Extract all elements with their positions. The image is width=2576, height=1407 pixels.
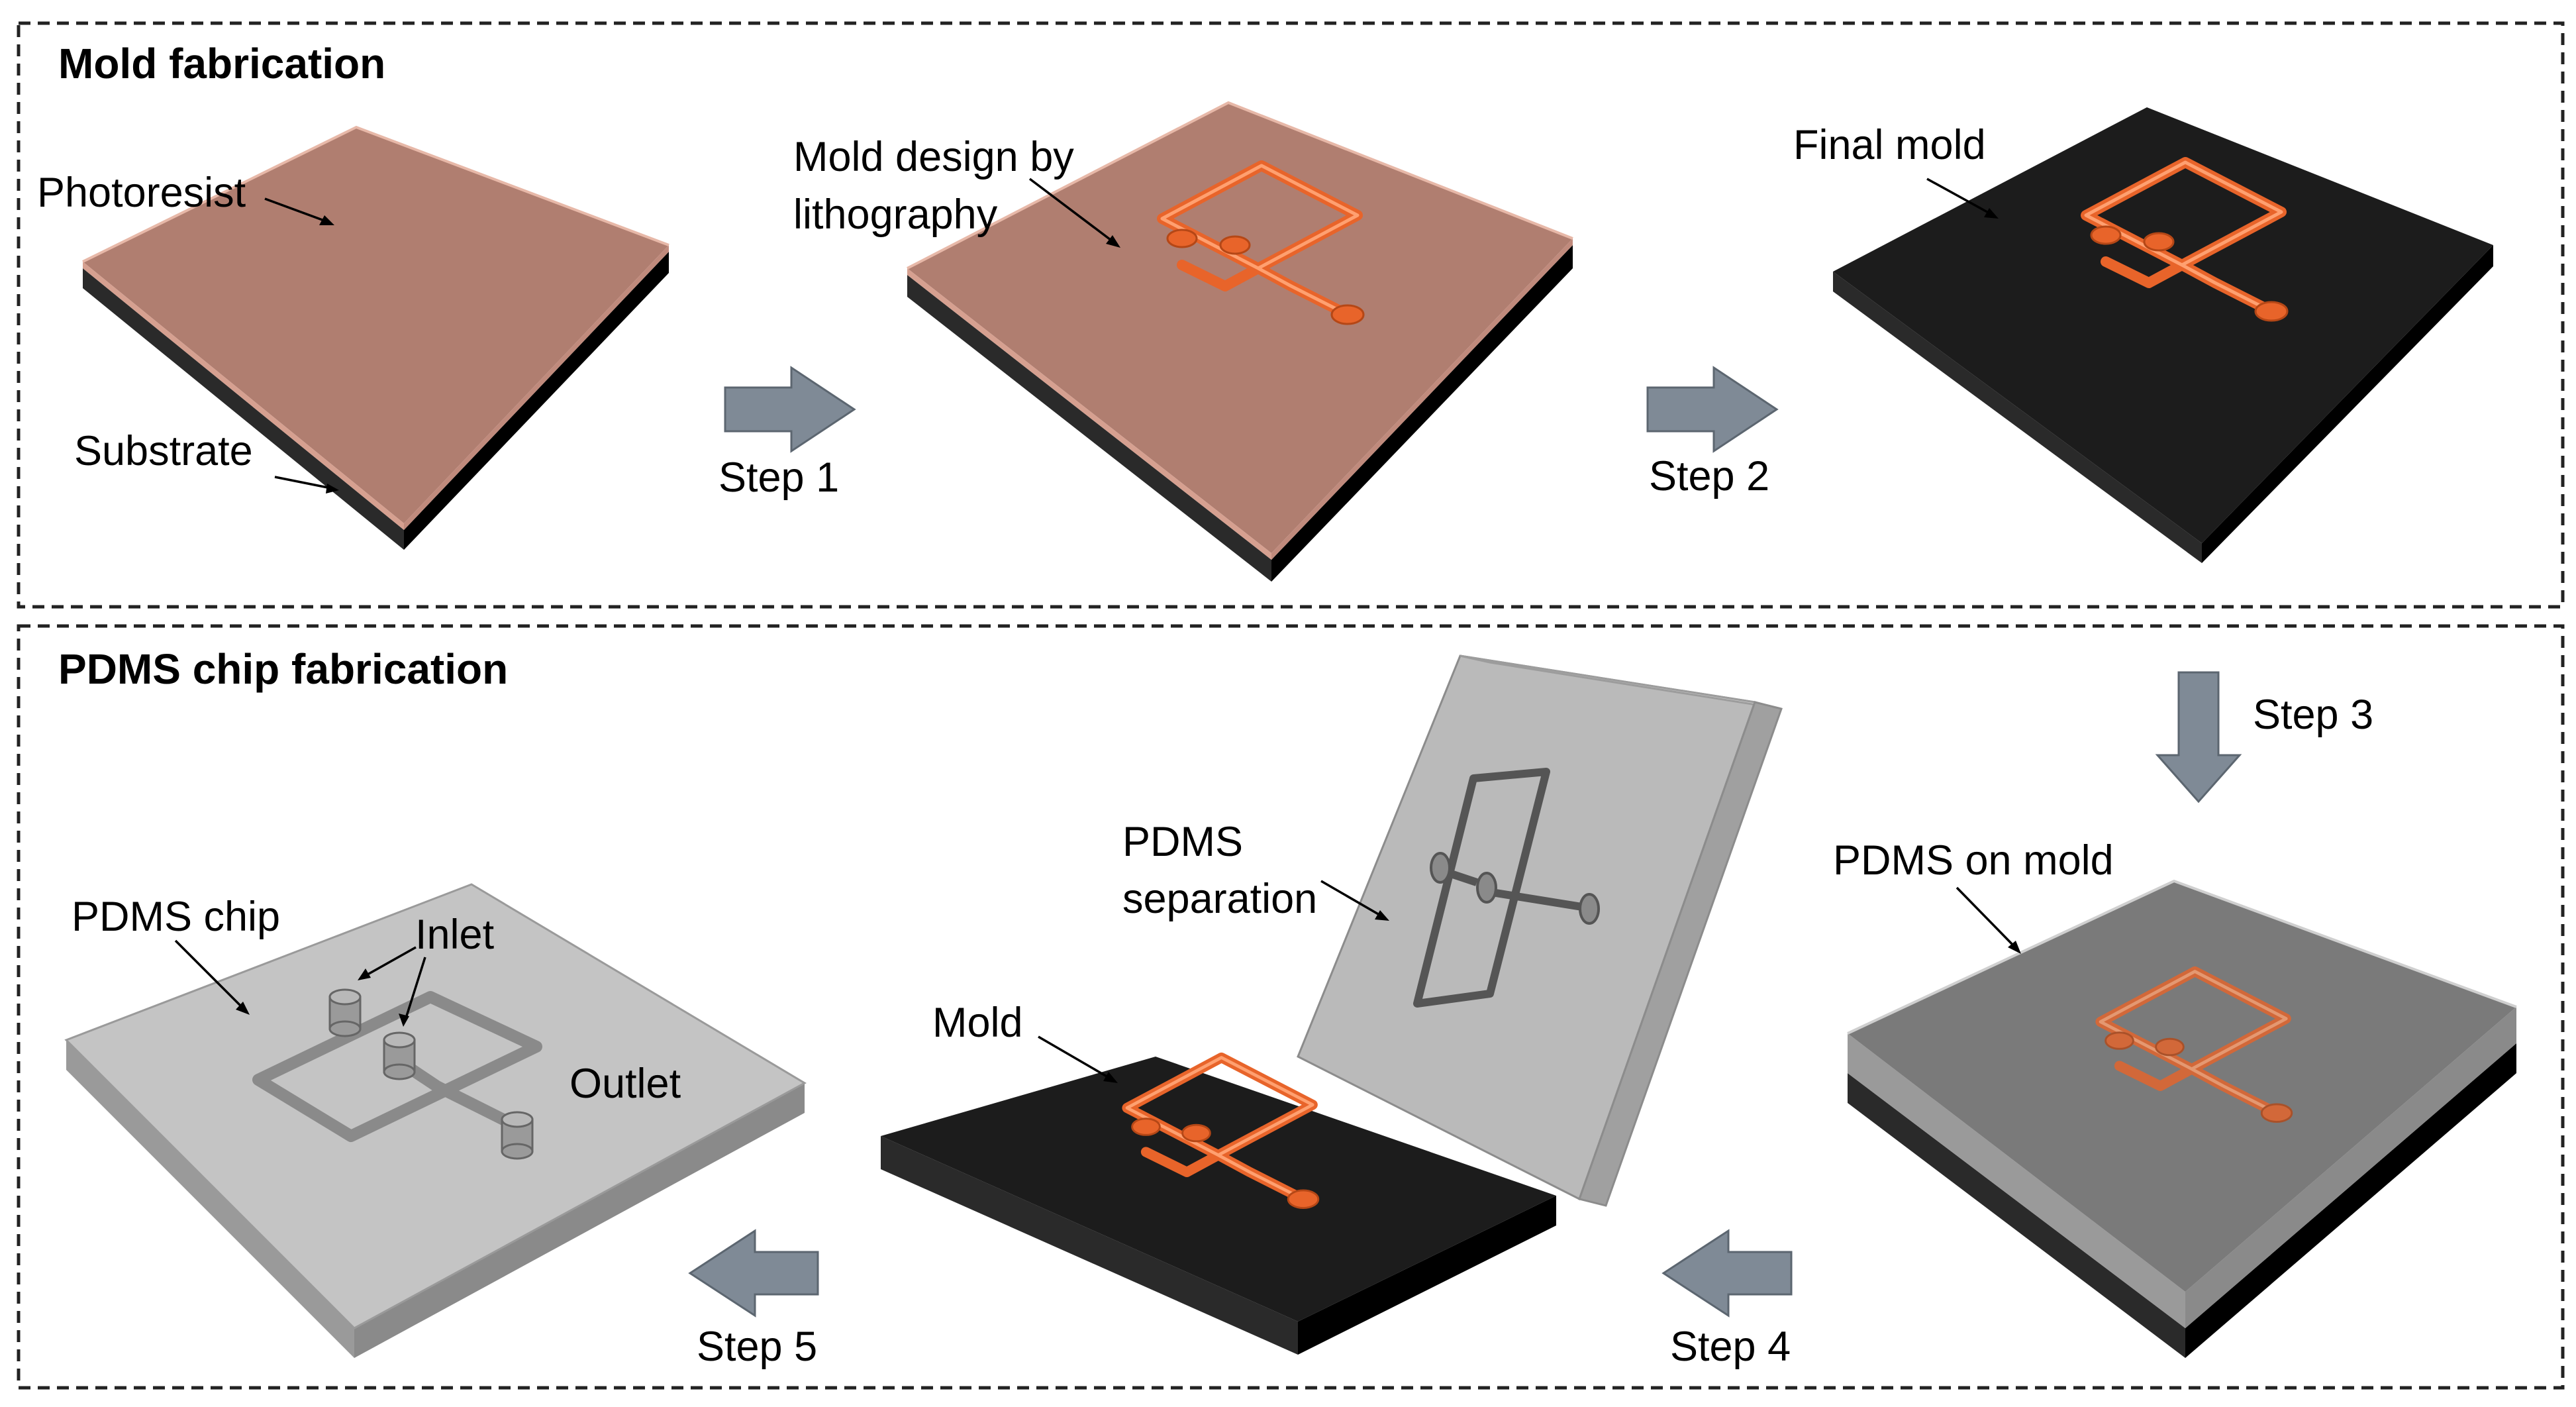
mold-design-label-line1: Mold design by [793,134,1074,180]
step4-arrow [1661,1229,1793,1318]
pdms-on-mold-label: PDMS on mold [1833,837,2114,884]
final-mold-leader [1926,178,1994,217]
step1-label: Step 1 [718,454,839,501]
mold-leader [1038,1035,1113,1081]
inlet-port-2 [383,1031,416,1080]
top-panel-frame [17,21,2565,609]
bottom-panel-frame [17,624,2565,1390]
pdms-chip-leader [174,939,246,1012]
bottom-panel-title: PDMS chip fabrication [58,645,508,693]
inlet-port-1 [328,988,362,1037]
photoresist-label: Photoresist [37,170,246,216]
outlet-port [501,1111,534,1160]
pdms-on-mold-leader [1956,886,2018,950]
pdms-on-mold-slab [1847,879,2517,1358]
final-mold-slab [1833,107,2493,563]
pdms-separation-scene [881,654,1783,1355]
step4-label: Step 4 [1670,1324,1791,1370]
top-panel-title: Mold fabrication [58,40,385,87]
pdms-chip-slab [64,883,807,1358]
step1-arrow [724,366,856,453]
mold-design-leader [1028,178,1117,245]
inlet-label: Inlet [415,912,495,958]
lithography-slab [907,101,1573,582]
step5-label: Step 5 [697,1324,817,1370]
step3-arrow [2155,671,2242,804]
step3-label: Step 3 [2253,692,2373,738]
photoresist-leader [264,197,328,223]
step2-label: Step 2 [1649,453,1769,499]
inlet-leader-2 [404,957,426,1021]
inlet-leader-1 [362,946,417,978]
substrate-label: Substrate [74,428,253,474]
step5-arrow [688,1229,819,1318]
pdms-chip-label: PDMS chip [72,894,280,940]
pdms-separation-leader [1320,880,1385,919]
pdms-separation-label-line2: separation [1122,876,1317,922]
mold-design-label-line2: lithography [793,191,998,238]
substrate-leader [274,476,335,490]
mold-label: Mold [932,1000,1023,1046]
final-mold-label: Final mold [1793,122,1986,168]
pdms-separation-label-line1: PDMS [1122,819,1243,865]
step2-arrow [1646,366,1779,453]
photoresist-substrate-slab [82,125,669,550]
outlet-label: Outlet [570,1061,681,1107]
